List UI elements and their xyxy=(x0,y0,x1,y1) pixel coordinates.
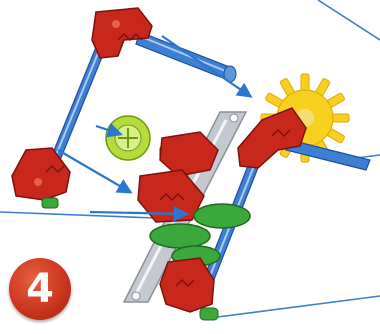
green-peg-bottom-icon xyxy=(200,308,218,320)
step-number: 4 xyxy=(26,266,54,312)
red-connector-top-left-icon xyxy=(92,8,152,58)
red-connector-right-icon xyxy=(238,108,306,168)
red-connector-bottom-icon xyxy=(160,258,214,312)
assembly-arrow-icon xyxy=(162,36,250,96)
blue-rod-top-icon xyxy=(136,32,236,82)
step-number-badge: 4 xyxy=(9,258,71,320)
lime-wheel-icon xyxy=(106,116,150,160)
green-peg-icon xyxy=(42,198,58,208)
